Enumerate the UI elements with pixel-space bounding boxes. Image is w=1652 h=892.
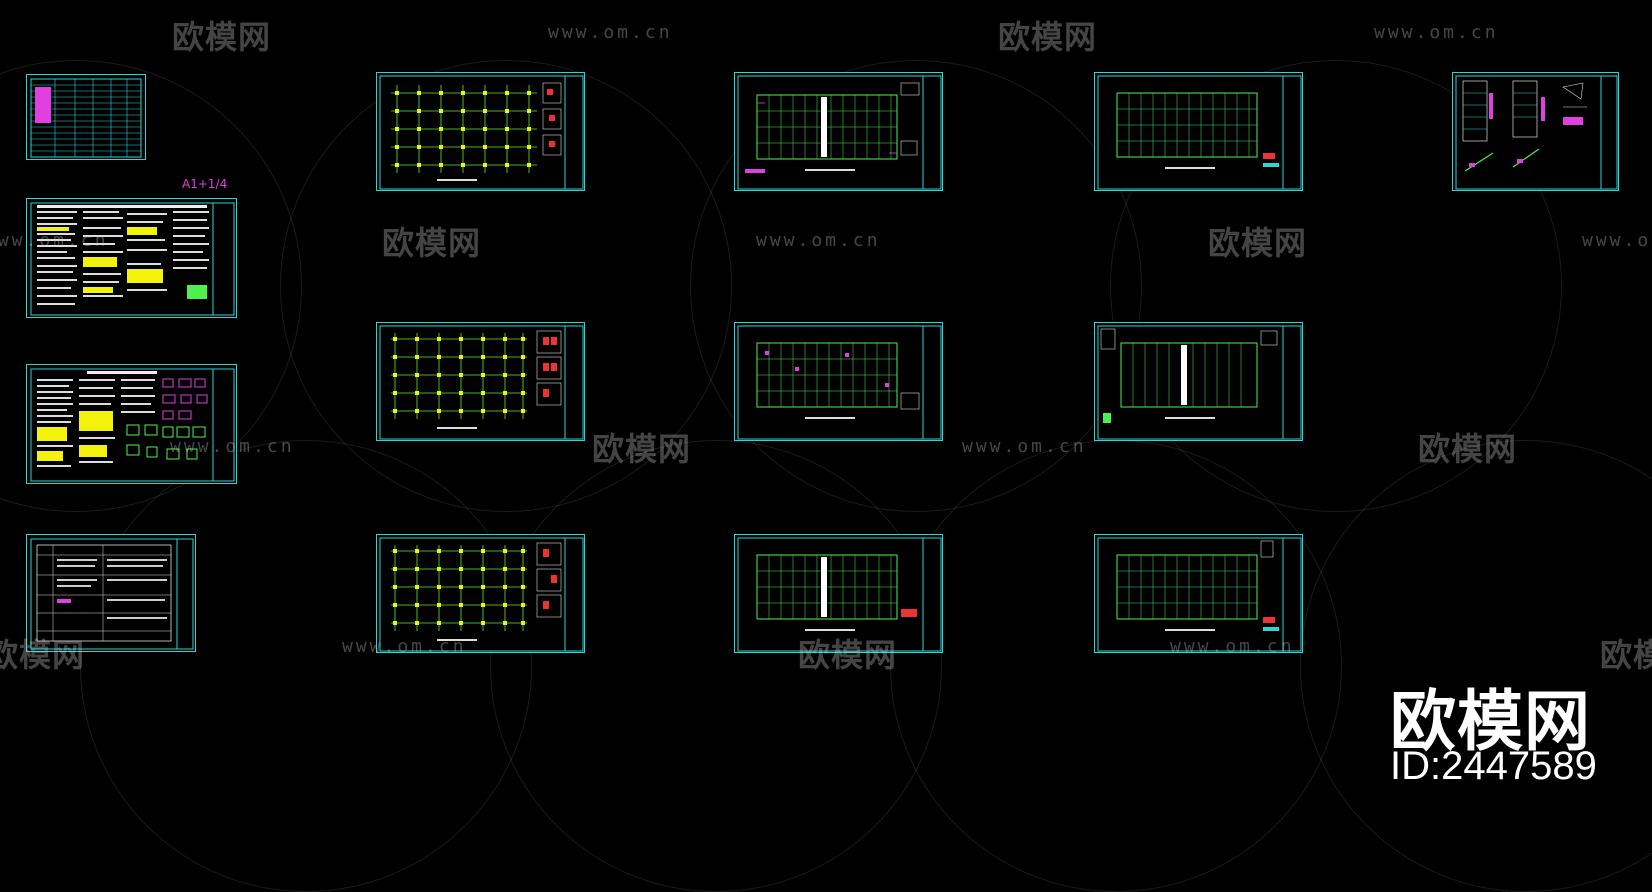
watermark-logo: 欧模网 <box>1418 430 1518 468</box>
watermark-url: www.om.cn <box>1582 230 1652 251</box>
foundation-plan-sheet-3[interactable] <box>376 534 585 653</box>
watermark-logo: 欧模网 <box>592 430 692 468</box>
roof-plan-drawing <box>1097 75 1302 190</box>
stair-details-drawing <box>1455 75 1618 190</box>
watermark-url: www.om.cn <box>1374 22 1499 43</box>
materials-table <box>30 538 194 650</box>
roof-plan-drawing <box>1097 537 1302 652</box>
watermark-logo: 欧模网 <box>1600 636 1652 674</box>
roof-plan-drawing <box>737 537 942 652</box>
design-notes-sheet-2[interactable] <box>26 364 237 484</box>
drawing-index-sheet[interactable] <box>26 74 146 160</box>
watermark-logo: 欧模网 <box>172 18 272 56</box>
brand-logo: 欧模网 <box>1390 683 1591 760</box>
watermark-logo: 欧模网 <box>1208 224 1308 262</box>
scale-label: A1+1/4 <box>182 177 228 191</box>
materials-table-sheet[interactable] <box>26 534 196 652</box>
design-notes-details <box>30 368 235 482</box>
roof-plan-sheet-3[interactable] <box>734 534 943 653</box>
roof-plan-drawing <box>737 75 942 190</box>
stair-details-sheet[interactable] <box>1452 72 1619 191</box>
foundation-plan-sheet-1[interactable] <box>376 72 585 191</box>
foundation-plan-drawing <box>379 537 584 652</box>
watermark-logo: 欧模网 <box>382 224 482 262</box>
design-notes-sheet-1[interactable] <box>26 198 237 318</box>
watermark-url: www.om.cn <box>962 436 1087 457</box>
roof-plan-drawing <box>1097 325 1302 440</box>
foundation-plan-drawing <box>379 325 584 440</box>
roof-plan-drawing <box>737 325 942 440</box>
drawing-index-table <box>30 78 142 158</box>
roof-plan-sheet-1[interactable] <box>734 72 943 191</box>
watermark-url: www.om.cn <box>756 230 881 251</box>
asset-id: ID:2447589 <box>1390 744 1597 788</box>
watermark-logo: 欧模网 <box>998 18 1098 56</box>
watermark-url: www.om.cn <box>548 22 673 43</box>
design-notes-text <box>30 202 235 316</box>
roof-plan-sheet-5[interactable] <box>1094 322 1303 441</box>
foundation-plan-sheet-2[interactable] <box>376 322 585 441</box>
roof-plan-sheet-2[interactable] <box>734 322 943 441</box>
foundation-plan-drawing <box>379 75 584 190</box>
roof-plan-sheet-6[interactable] <box>1094 534 1303 653</box>
roof-plan-sheet-4[interactable] <box>1094 72 1303 191</box>
